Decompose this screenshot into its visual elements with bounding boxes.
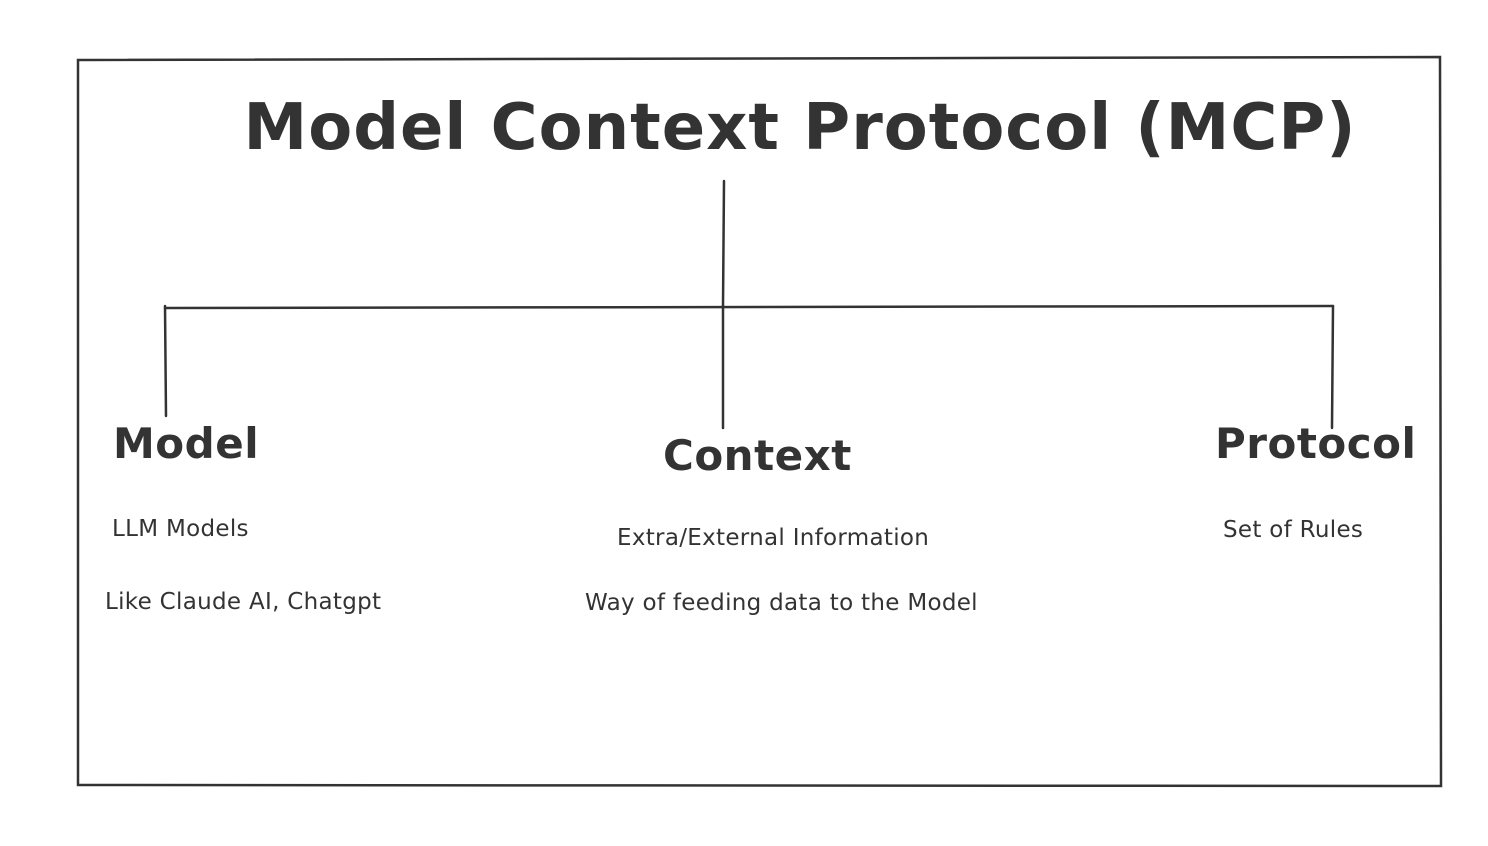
- branch-context-detail: Extra/External Information: [617, 525, 930, 551]
- branch-context-label: Context: [663, 431, 852, 480]
- branch-protocol-label: Protocol: [1215, 419, 1417, 468]
- model-drop-line: [163, 304, 168, 418]
- branch-model-label: Model: [113, 419, 260, 468]
- branch-model-detail: LLM Models: [112, 516, 249, 542]
- diagram-title: Model Context Protocol (MCP): [243, 91, 1357, 165]
- branch-context-detail: Way of feeding data to the Model: [585, 590, 978, 616]
- trunk-line: [721, 179, 726, 308]
- protocol-drop-line: [1330, 304, 1335, 430]
- branch-model-detail: Like Claude AI, Chatgpt: [105, 589, 382, 615]
- branch-bar: [163, 304, 1335, 310]
- border-box: [76, 55, 1443, 788]
- branch-protocol-detail: Set of Rules: [1223, 517, 1364, 543]
